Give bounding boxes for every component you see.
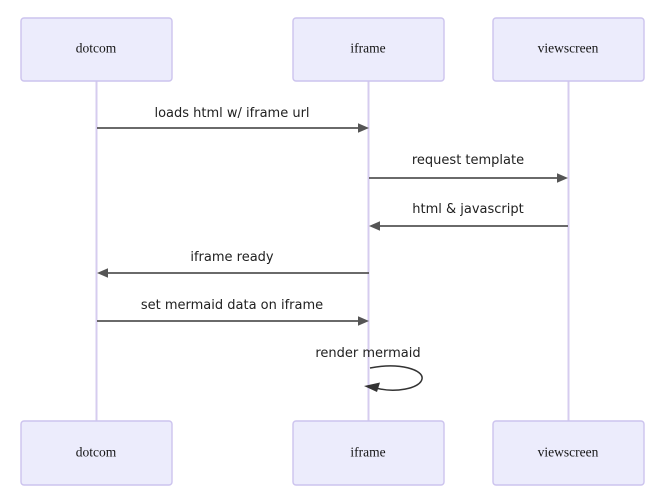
- arrowhead-right-5: [358, 316, 369, 326]
- participant-label-viewscreen-bottom: viewscreen: [538, 445, 599, 460]
- participant-label-iframe-bottom: iframe: [350, 445, 385, 460]
- participant-label-iframe-top: iframe: [350, 41, 385, 56]
- arrowhead-left-4: [97, 268, 108, 278]
- arrowhead-left-3: [369, 221, 380, 231]
- message-label-iframe-ready: iframe ready: [190, 250, 274, 265]
- participant-box-iframe-bottom[interactable]: [292, 420, 445, 486]
- message-label-request-template: request template: [412, 153, 524, 168]
- participant-label-dotcom-bottom: dotcom: [76, 445, 117, 460]
- participant-top-group: dotcom iframe viewscreen: [20, 17, 645, 82]
- participant-label-dotcom-top: dotcom: [76, 41, 117, 56]
- arrowhead-right-2: [557, 173, 568, 183]
- self-loop-path: [369, 365, 423, 391]
- message-label-set-mermaid-data: set mermaid data on iframe: [141, 298, 323, 313]
- participant-bottom-group: dotcom iframe viewscreen: [20, 420, 645, 486]
- message-label-render-mermaid: render mermaid: [315, 346, 420, 361]
- participant-box-dotcom-top[interactable]: [20, 17, 173, 82]
- participant-box-iframe-top[interactable]: [292, 17, 445, 82]
- message-label-html-javascript: html & javascript: [412, 202, 523, 217]
- message-5[interactable]: set mermaid data on iframe: [97, 298, 369, 326]
- message-3[interactable]: html & javascript: [369, 202, 568, 231]
- participant-label-viewscreen-top: viewscreen: [538, 41, 599, 56]
- participant-box-viewscreen-bottom[interactable]: [492, 420, 645, 486]
- participant-box-viewscreen-top[interactable]: [492, 17, 645, 82]
- arrowhead-right-1: [358, 123, 369, 133]
- lifeline-group: [95, 81, 570, 421]
- message-1[interactable]: loads html w/ iframe url: [97, 106, 369, 133]
- message-label-loads-html: loads html w/ iframe url: [154, 106, 309, 121]
- message-6-self-loop[interactable]: render mermaid: [315, 346, 423, 392]
- message-4[interactable]: iframe ready: [97, 250, 369, 278]
- message-2[interactable]: request template: [369, 153, 568, 183]
- participant-box-dotcom-bottom[interactable]: [20, 420, 173, 486]
- arrowhead-left-6: [364, 382, 380, 392]
